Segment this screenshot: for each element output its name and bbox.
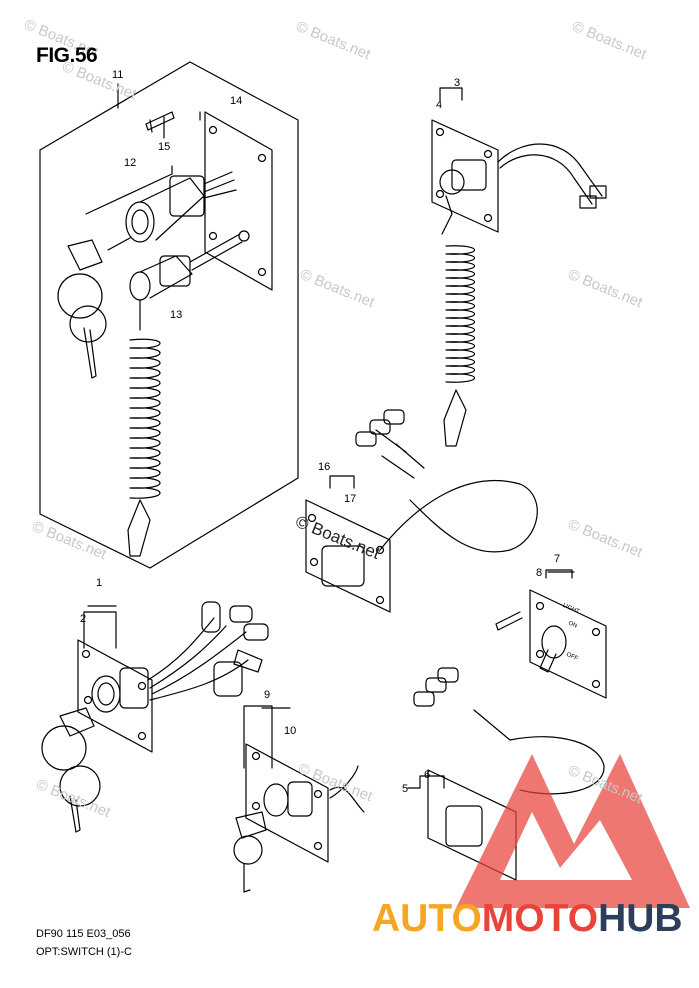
callout-17: 17: [344, 493, 357, 505]
figure-title: FIG.56: [36, 44, 98, 67]
callout-3: 3: [454, 77, 461, 89]
kill-switch-3: [431, 87, 607, 235]
brand-part-moto: MOTO: [481, 897, 599, 940]
callout-8: 8: [536, 567, 543, 579]
kit-11-outline: [39, 61, 299, 569]
callout-5: 5: [402, 783, 409, 795]
callout-7: 7: [554, 553, 561, 565]
kill-switch-13: [129, 230, 250, 331]
lanyard-coil-right: [445, 245, 476, 383]
brand-part-hub: HUB: [598, 897, 683, 940]
callout-brackets: [87, 571, 575, 709]
callout-11: 11: [112, 69, 124, 81]
main-key-switch-1: [41, 601, 269, 833]
drawing-code: DF90 115 E03_056: [36, 928, 131, 940]
lanyard-clip-left: [127, 499, 151, 557]
brand-wordmark: AUTOMOTOHUB: [372, 897, 683, 941]
callout-1: 1: [96, 577, 103, 589]
brand-part-auto: AUTO: [372, 897, 482, 940]
callout-13: 13: [170, 309, 183, 321]
screw-15: [145, 111, 175, 139]
drawing-subtitle: OPT:SWITCH (1)-C: [36, 946, 132, 958]
callout-2: 2: [80, 613, 87, 625]
switch-16: [305, 409, 538, 613]
plate-14: [199, 111, 273, 291]
callout-6: 6: [424, 769, 431, 781]
callout-9: 9: [264, 689, 271, 701]
key-12: [57, 239, 107, 379]
lanyard-clip-right: [443, 389, 467, 447]
lanyard-coil-left: [129, 338, 161, 499]
callout-16: 16: [318, 461, 331, 473]
callout-4: 4: [436, 99, 443, 111]
callout-15: 15: [158, 141, 171, 153]
callout-10: 10: [284, 725, 297, 737]
callout-12: 12: [124, 157, 137, 169]
brand-logo-mark: [456, 754, 690, 908]
key-switch-9: [233, 705, 365, 893]
light-switch-7: [495, 569, 607, 699]
callout-14: 14: [230, 95, 243, 107]
key-switch-12: [85, 165, 237, 251]
